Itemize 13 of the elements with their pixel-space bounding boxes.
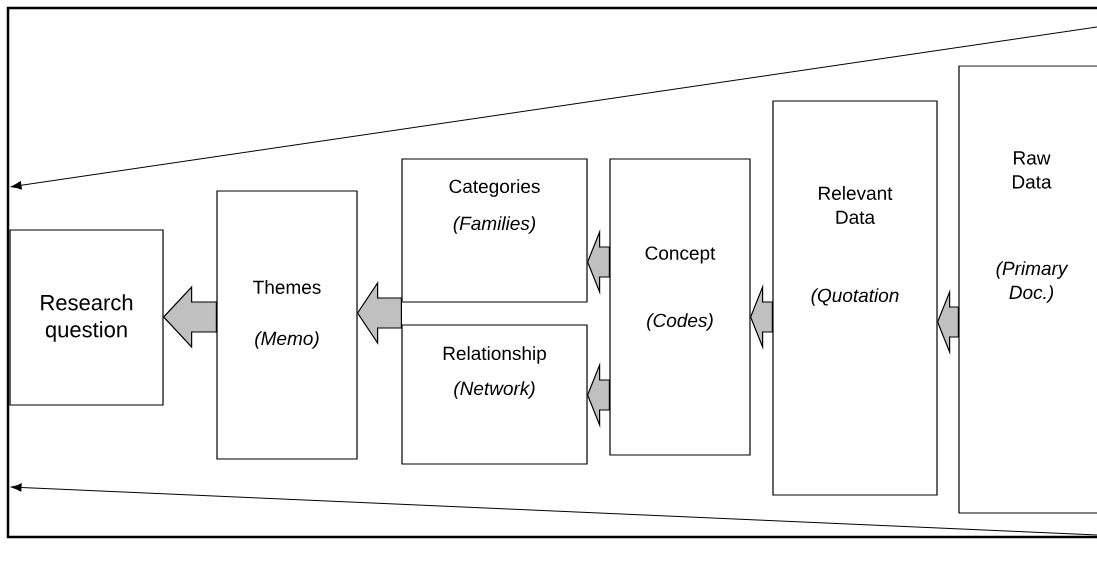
block-arrow: [936, 288, 959, 356]
process-box: Research question: [9, 229, 164, 406]
process-box: Categories (Families): [401, 158, 588, 303]
block-arrow: [162, 285, 217, 349]
block-arrow: [586, 361, 610, 429]
block-arrow: [749, 283, 773, 351]
process-box: Raw Data (Primary Doc.): [958, 65, 1097, 514]
block-arrow: [356, 281, 402, 345]
process-box: Relevant Data (Quotation: [772, 100, 938, 496]
process-box: Relationship (Network): [401, 324, 588, 465]
process-box: Concept (Codes): [609, 158, 751, 456]
process-box: Themes (Memo): [216, 190, 358, 460]
block-arrow: [586, 228, 610, 296]
